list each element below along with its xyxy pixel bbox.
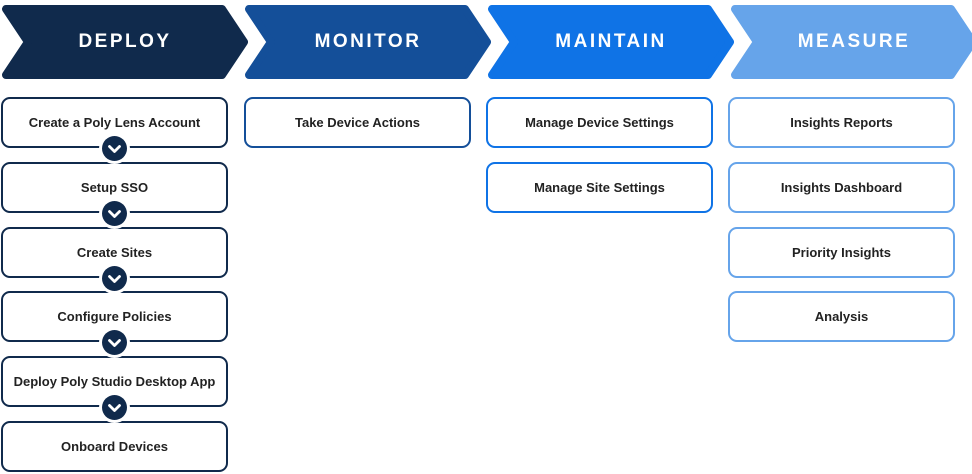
chevron-down-badge [102, 136, 127, 161]
stage-label-deploy: DEPLOY [78, 31, 172, 52]
step-label: Insights Dashboard [780, 180, 903, 195]
chevron-banner-shape [488, 5, 734, 79]
step-take-device-actions[interactable]: Take Device Actions [244, 97, 471, 148]
step-label: Manage Device Settings [525, 115, 674, 130]
step-label: Analysis [814, 309, 869, 324]
step-label: Priority Insights [792, 245, 891, 260]
chevron-banner-shape [731, 5, 972, 79]
chevron-down-icon [108, 145, 121, 153]
stage-arrow-monitor: MONITOR [245, 5, 491, 79]
chevron-banner-shape [245, 5, 491, 79]
stage-arrow-measure: MEASURE [731, 5, 972, 79]
chevron-down-icon [108, 275, 121, 283]
step-onboard-devices[interactable]: Onboard Devices [1, 421, 228, 472]
chevron-down-icon [108, 339, 121, 347]
stage-label-monitor: MONITOR [314, 31, 422, 52]
step-label: Take Device Actions [295, 115, 420, 130]
step-insights-dashboard[interactable]: Insights Dashboard [728, 162, 955, 213]
step-priority-insights[interactable]: Priority Insights [728, 227, 955, 278]
step-manage-device-settings[interactable]: Manage Device Settings [486, 97, 713, 148]
step-label: Onboard Devices [61, 439, 168, 454]
stage-label-measure: MEASURE [797, 31, 911, 52]
step-label: Manage Site Settings [534, 180, 665, 195]
chevron-down-badge [102, 330, 127, 355]
chevron-banner-shape [2, 5, 248, 79]
step-analysis[interactable]: Analysis [728, 291, 955, 342]
chevron-down-icon [108, 210, 121, 218]
step-manage-site-settings[interactable]: Manage Site Settings [486, 162, 713, 213]
step-label: Create a Poly Lens Account [28, 115, 201, 130]
step-label: Insights Reports [790, 115, 893, 130]
stage-arrow-maintain: MAINTAIN [488, 5, 734, 79]
chevron-down-icon [108, 404, 121, 412]
stage-arrow-deploy: DEPLOY [2, 5, 248, 79]
step-insights-reports[interactable]: Insights Reports [728, 97, 955, 148]
step-label: Configure Policies [57, 309, 172, 324]
step-label: Create Sites [76, 245, 153, 260]
step-label: Setup SSO [80, 180, 149, 195]
chevron-down-badge [102, 395, 127, 420]
step-label: Deploy Poly Studio Desktop App [13, 374, 216, 389]
stage-label-maintain: MAINTAIN [555, 31, 667, 52]
chevron-down-badge [102, 201, 127, 226]
chevron-down-badge [102, 266, 127, 291]
